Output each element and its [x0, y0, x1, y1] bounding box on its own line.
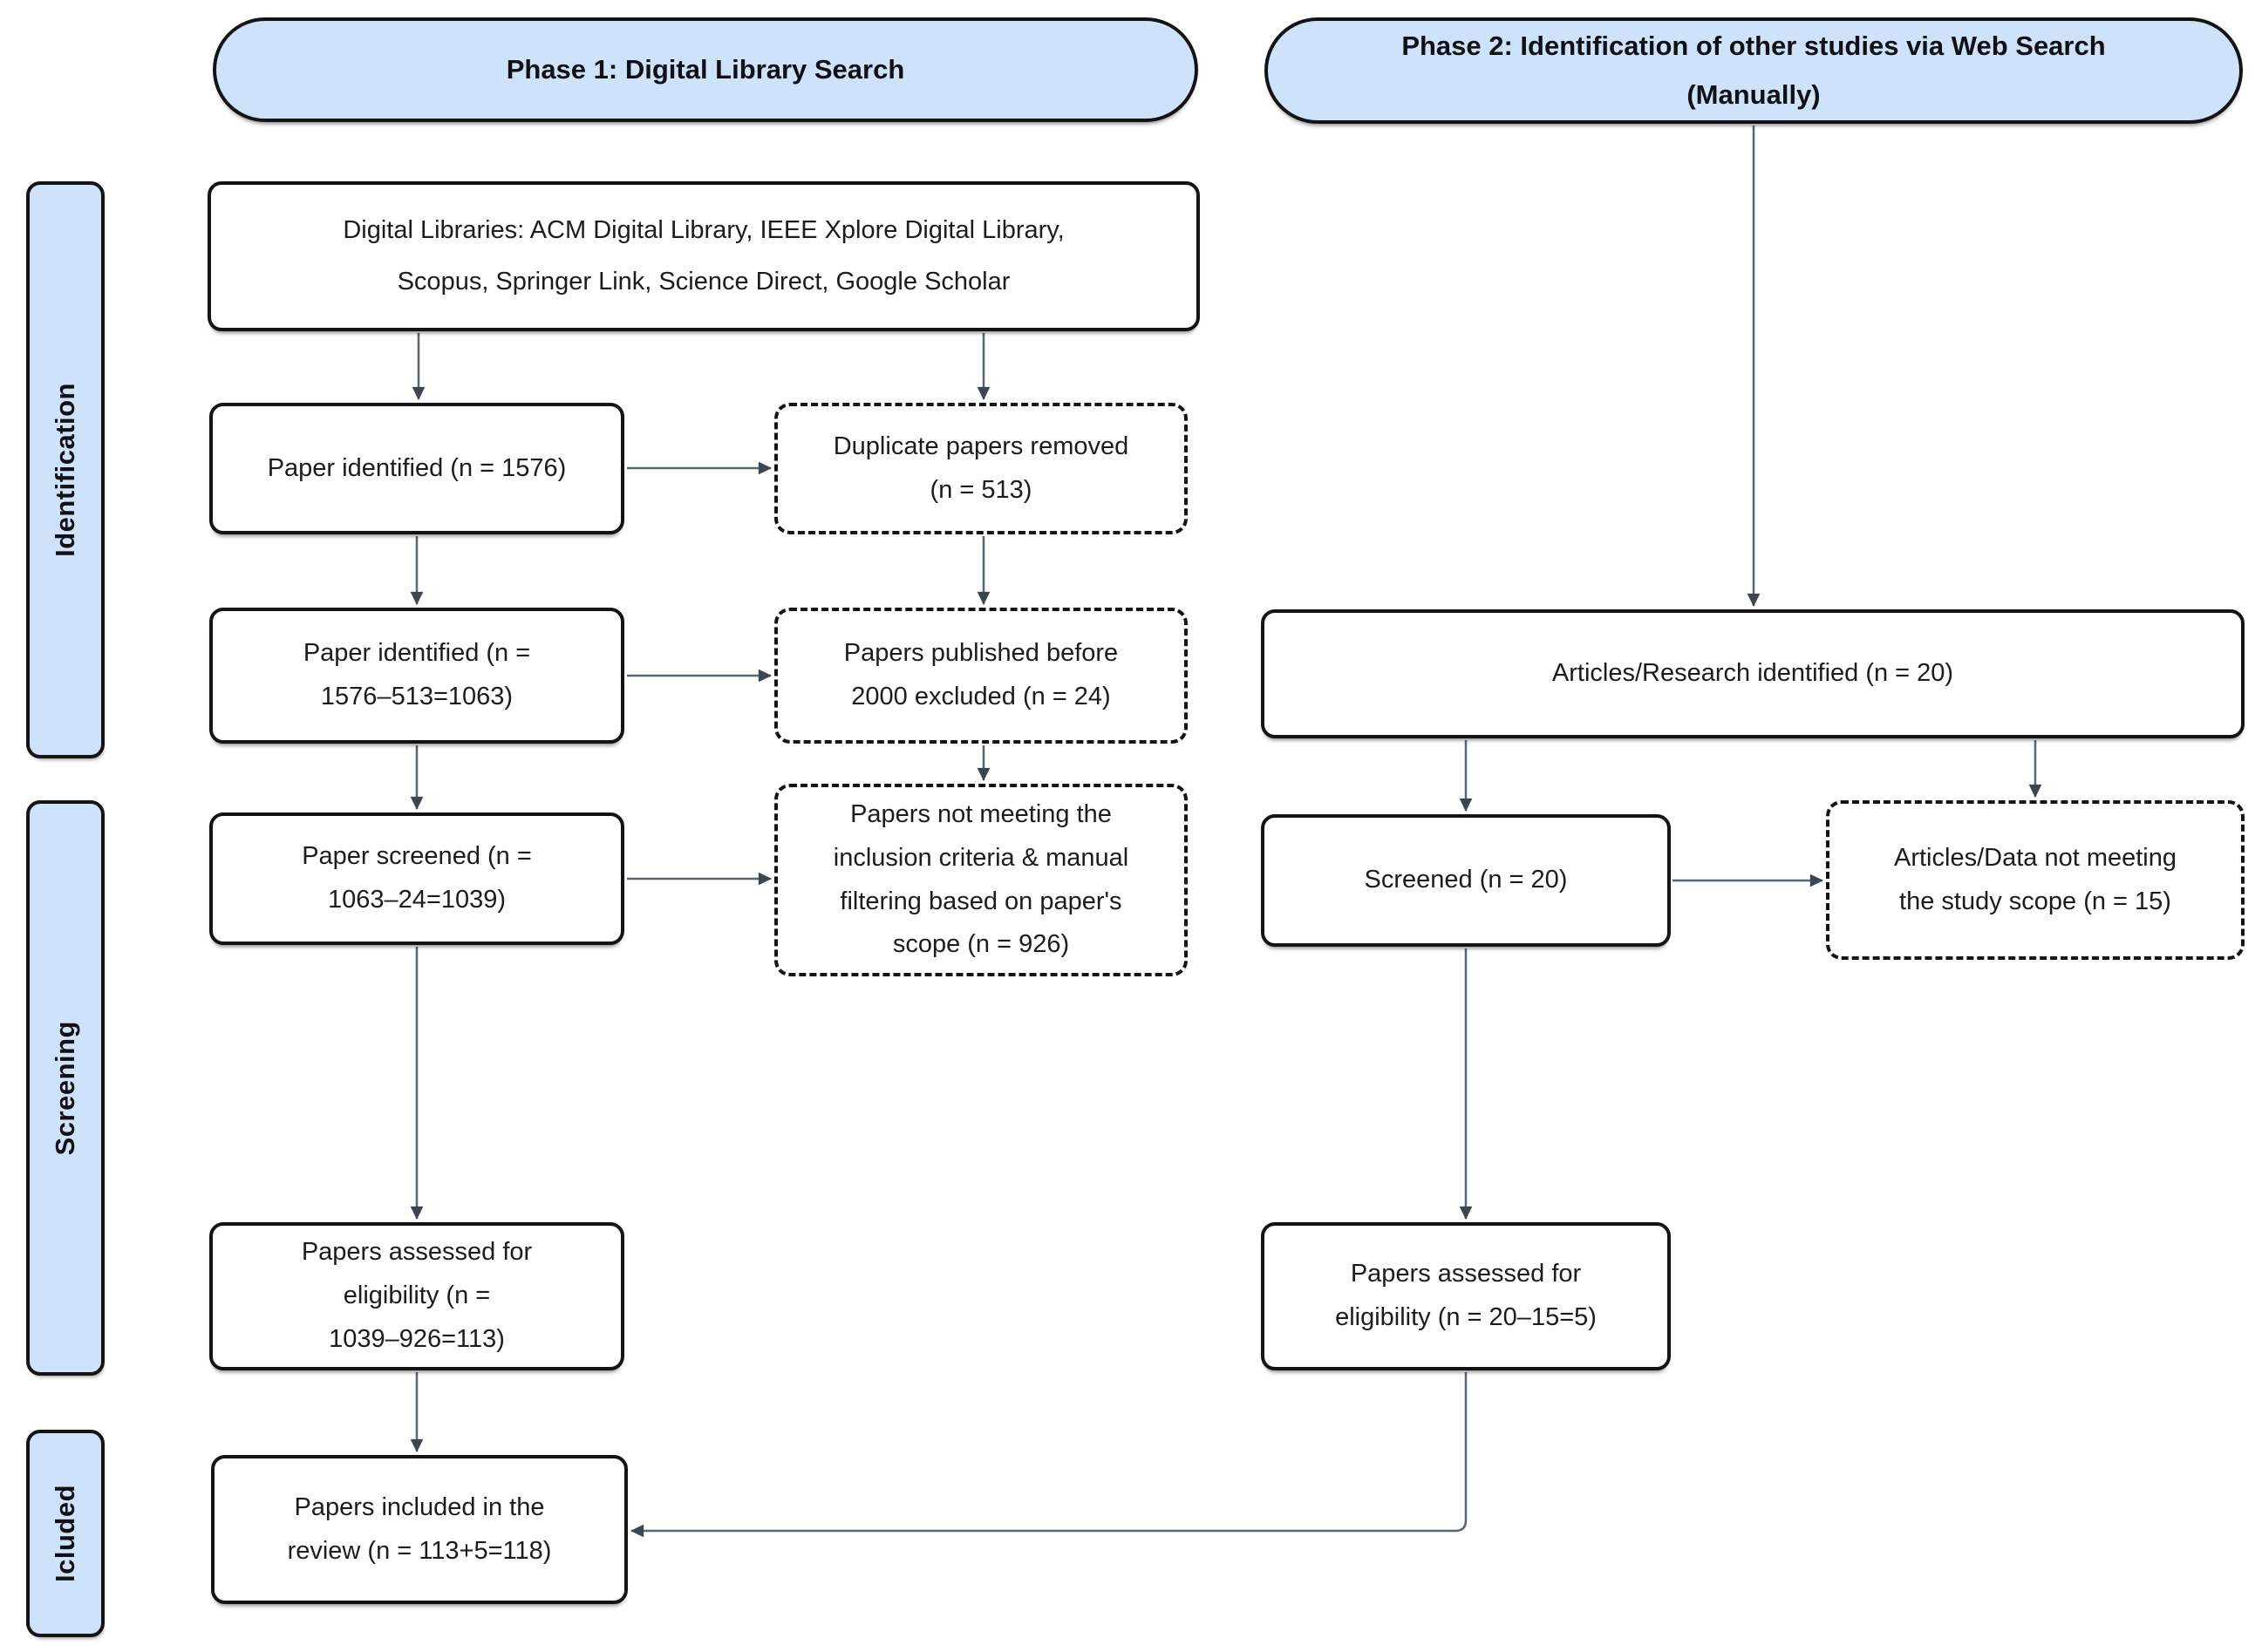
node-digital-libraries: Digital Libraries: ACM Digital Library, …	[208, 181, 1200, 331]
node-articles-identified: Articles/Research identified (n = 20)	[1261, 609, 2245, 738]
node-articles-assessed-text: Papers assessed for eligibility (n = 20–…	[1335, 1260, 1597, 1331]
node-paper-screened-text: Paper screened (n = 1063–24=1039)	[302, 842, 532, 914]
node-articles-screened: Screened (n = 20)	[1261, 814, 1671, 947]
node-articles-screened-text: Screened (n = 20)	[1364, 866, 1568, 894]
stage-band-identification-label: Identification	[50, 383, 80, 557]
node-articles-not-meeting-scope-text: Articles/Data not meeting the study scop…	[1894, 843, 2177, 915]
node-duplicates-removed: Duplicate papers removed (n = 513)	[774, 403, 1188, 534]
node-digital-libraries-text: Digital Libraries: ACM Digital Library, …	[343, 215, 1065, 296]
phase2-header: Phase 2: Identification of other studies…	[1264, 17, 2243, 124]
stage-band-included: Icluded	[26, 1430, 105, 1637]
node-paper-identified-text: Paper identified (n = 1576)	[267, 453, 567, 482]
node-paper-screened: Paper screened (n = 1063–24=1039)	[209, 812, 624, 945]
phase2-header-label: Phase 2: Identification of other studies…	[1401, 31, 2106, 110]
node-excluded-criteria: Papers not meeting the inclusion criteri…	[774, 784, 1188, 976]
node-articles-identified-text: Articles/Research identified (n = 20)	[1551, 659, 1954, 688]
phase1-header: Phase 1: Digital Library Search	[213, 17, 1198, 122]
node-papers-assessed-text: Papers assessed for eligibility (n = 103…	[301, 1238, 533, 1353]
stage-band-screening: Screening	[26, 800, 105, 1376]
node-papers-included: Papers included in the review (n = 113+5…	[211, 1455, 628, 1604]
node-paper-identified-dedup-text: Paper identified (n = 1576–513=1063)	[303, 639, 531, 710]
node-articles-assessed: Papers assessed for eligibility (n = 20–…	[1261, 1222, 1671, 1370]
node-excluded-before-2000: Papers published before 2000 excluded (n…	[774, 608, 1188, 744]
node-articles-not-meeting-scope: Articles/Data not meeting the study scop…	[1826, 800, 2245, 960]
phase1-header-label: Phase 1: Digital Library Search	[506, 54, 905, 85]
node-excluded-before-2000-text: Papers published before 2000 excluded (n…	[843, 639, 1119, 710]
arrow-p2assessed-to-included	[630, 1372, 1468, 1538]
node-excluded-criteria-text: Papers not meeting the inclusion criteri…	[833, 799, 1129, 959]
node-papers-included-text: Papers included in the review (n = 113+5…	[287, 1492, 552, 1565]
node-paper-identified-dedup: Paper identified (n = 1576–513=1063)	[209, 608, 624, 744]
node-paper-identified: Paper identified (n = 1576)	[209, 403, 624, 534]
node-duplicates-removed-text: Duplicate papers removed (n = 513)	[833, 432, 1129, 504]
stage-band-included-label: Icluded	[50, 1484, 80, 1582]
stage-band-identification: Identification	[26, 181, 105, 758]
node-papers-assessed: Papers assessed for eligibility (n = 103…	[209, 1222, 624, 1370]
stage-band-screening-label: Screening	[50, 1020, 80, 1156]
